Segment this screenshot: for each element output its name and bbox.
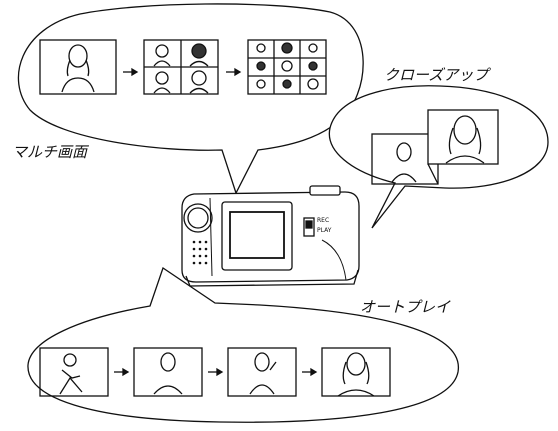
arrow-right-icon [114,367,130,377]
autoplay-label: オートプレイ [360,298,451,316]
closeup-shot-thumbnail [427,109,499,165]
single-frame-thumbnail [39,39,117,95]
arrow-right-icon [123,67,139,77]
arrow-right-icon [226,67,242,77]
autoplay-frame-3 [227,347,297,397]
closeup-bubble [328,85,549,229]
switch-play-label: PLAY [317,227,332,234]
multi-screen-label: マルチ画面 [12,143,88,161]
shutter-button [309,185,341,196]
autoplay-frame-1 [39,347,109,397]
closeup-label: クローズアップ [384,66,489,84]
digital-camera: REC PLAY [181,185,360,287]
switch-rec-label: REC [317,217,329,224]
speaker-grille-icon [192,240,208,265]
autoplay-frame-2 [133,347,203,397]
nine-frame-thumbnail [247,39,327,95]
autoplay-frame-4 [321,347,391,397]
arrow-right-icon [208,367,224,377]
lcd-screen [221,201,293,271]
rec-play-switch [303,217,315,237]
woman-portrait-icon [61,44,95,93]
arrow-right-icon [302,367,318,377]
four-frame-thumbnail [143,39,219,95]
autoplay-bubble [27,266,459,423]
multi-screen-bubble [17,3,364,195]
